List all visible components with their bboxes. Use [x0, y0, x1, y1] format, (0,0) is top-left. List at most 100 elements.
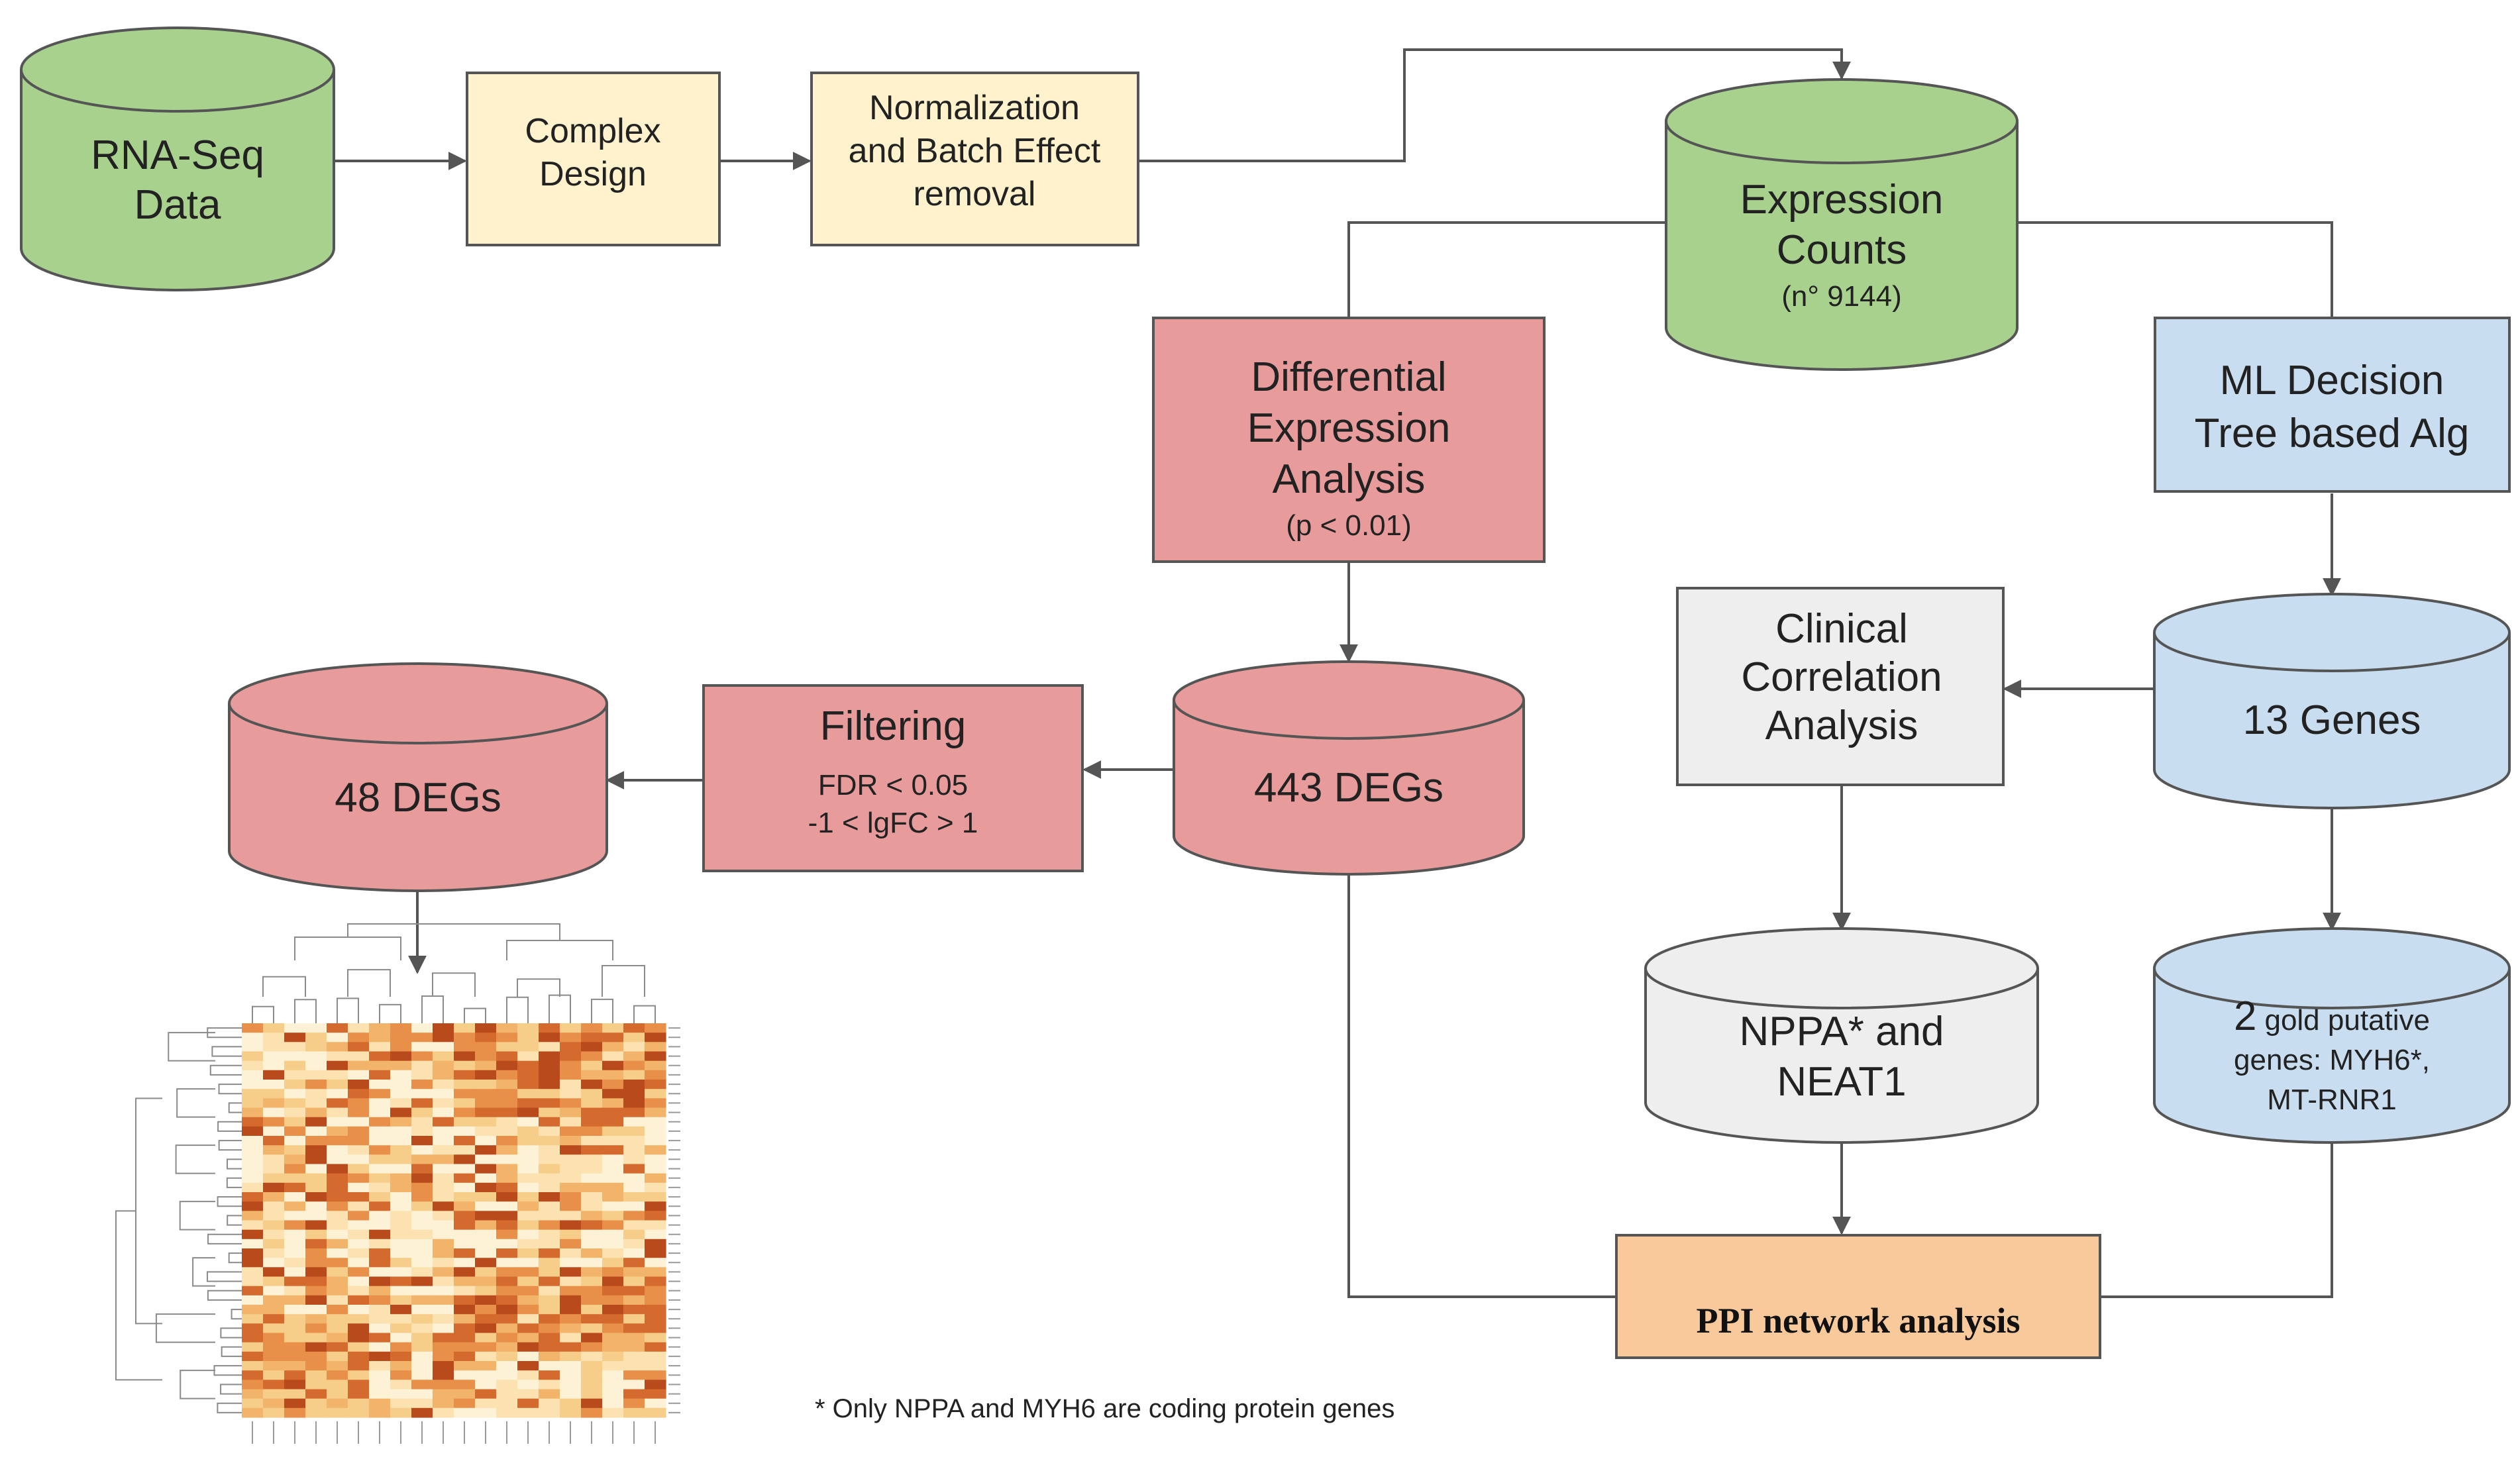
- heatmap-cell: [581, 1033, 603, 1042]
- heatmap-cell: [517, 1248, 539, 1258]
- heatmap-cell: [263, 1248, 285, 1258]
- heatmap-cell: [327, 1258, 348, 1268]
- rna-seq-label-1: RNA-Seq: [91, 132, 264, 178]
- heatmap-cell: [369, 1126, 391, 1137]
- heatmap-cell: [645, 1192, 666, 1202]
- heatmap-cell: [242, 1136, 264, 1146]
- heatmap-cell: [623, 1267, 645, 1278]
- heatmap-cell: [539, 1239, 560, 1249]
- heatmap-cell: [539, 1164, 560, 1174]
- heatmap-cell: [242, 1042, 264, 1052]
- heatmap-cell: [284, 1023, 306, 1033]
- heatmap-cell: [517, 1211, 539, 1221]
- heatmap-cell: [475, 1182, 497, 1193]
- heatmap-cell: [305, 1023, 327, 1033]
- heatmap-cell: [623, 1201, 645, 1211]
- heatmap-cell: [263, 1080, 285, 1089]
- heatmap-cell: [348, 1342, 370, 1352]
- heatmap-cell: [263, 1033, 285, 1042]
- heatmap-cell: [411, 1211, 433, 1221]
- heatmap-cell: [327, 1042, 348, 1052]
- heatmap-cell: [517, 1220, 539, 1231]
- heatmap-cell: [560, 1033, 582, 1042]
- heatmap-cell: [433, 1126, 454, 1137]
- heatmap-cell: [602, 1258, 624, 1268]
- heatmap-cell: [496, 1286, 518, 1296]
- heatmap-cell: [390, 1267, 412, 1278]
- heatmap-cell: [539, 1380, 560, 1390]
- heatmap-cell: [560, 1173, 582, 1184]
- heatmap-cell: [411, 1117, 433, 1127]
- heatmap-cell: [433, 1314, 454, 1324]
- heatmap-cell: [539, 1098, 560, 1109]
- heatmap-cell: [242, 1164, 264, 1174]
- heatmap-cell: [645, 1239, 666, 1249]
- genes-13-cylinder: 13 Genes: [2153, 593, 2511, 809]
- heatmap-cell: [305, 1098, 327, 1109]
- heatmap-cell: [560, 1080, 582, 1089]
- heatmap-cell: [390, 1098, 412, 1109]
- heatmap-cell: [263, 1370, 285, 1380]
- heatmap-cell: [581, 1182, 603, 1193]
- complex-design-label-1: Complex: [525, 112, 660, 150]
- heatmap-cell: [517, 1276, 539, 1287]
- heatmap-cell: [369, 1267, 391, 1278]
- heatmap-cell: [348, 1267, 370, 1278]
- heatmap-cell: [263, 1380, 285, 1390]
- heatmap-cell: [539, 1248, 560, 1258]
- heatmap-cell: [411, 1164, 433, 1174]
- heatmap-cell: [539, 1258, 560, 1268]
- heatmap-cell: [517, 1136, 539, 1146]
- heatmap-cell: [623, 1098, 645, 1109]
- heatmap-cell: [369, 1051, 391, 1062]
- heatmap-cell: [390, 1351, 412, 1362]
- heatmap-cell: [242, 1182, 264, 1193]
- heatmap-cell: [623, 1182, 645, 1193]
- filtering-title: Filtering: [820, 703, 967, 749]
- heatmap-cell: [517, 1117, 539, 1127]
- ml-label-1: ML Decision: [2220, 358, 2444, 403]
- heatmap-cell: [390, 1323, 412, 1334]
- heatmap-cell: [411, 1276, 433, 1287]
- heatmap-cell: [348, 1136, 370, 1146]
- genes-13-label: 13 Genes: [2243, 697, 2421, 743]
- heatmap-cell: [390, 1107, 412, 1118]
- heatmap-cell: [623, 1080, 645, 1089]
- heatmap-cell: [645, 1267, 666, 1278]
- heatmap-cell: [517, 1154, 539, 1165]
- heatmap-cell: [263, 1323, 285, 1334]
- heatmap-cell: [539, 1351, 560, 1362]
- heatmap-cell: [645, 1361, 666, 1371]
- heatmap-cell: [348, 1145, 370, 1155]
- heatmap-cell: [645, 1154, 666, 1165]
- heatmap-cell: [602, 1286, 624, 1296]
- heatmap-cell: [581, 1323, 603, 1334]
- heatmap-cell: [411, 1342, 433, 1352]
- heatmap-cell: [327, 1154, 348, 1165]
- heatmap-cell: [454, 1089, 476, 1099]
- heatmap-cell: [475, 1023, 497, 1033]
- heatmap-cell: [602, 1023, 624, 1033]
- heatmap-cell: [390, 1117, 412, 1127]
- heatmap-cell: [454, 1080, 476, 1089]
- heatmap-cell: [348, 1276, 370, 1287]
- heatmap-cell: [560, 1126, 582, 1137]
- heatmap-cell: [623, 1229, 645, 1240]
- heatmap-cell: [433, 1258, 454, 1268]
- heatmap-cell: [348, 1098, 370, 1109]
- heatmap-cell: [327, 1295, 348, 1305]
- heatmap-cell: [454, 1192, 476, 1202]
- heatmap-cell: [454, 1361, 476, 1371]
- heatmap-cell: [623, 1042, 645, 1052]
- heatmap-cell: [539, 1051, 560, 1062]
- heatmap-cell: [284, 1351, 306, 1362]
- heatmap-cell: [560, 1136, 582, 1146]
- heatmap-cell: [305, 1201, 327, 1211]
- heatmap-cell: [539, 1126, 560, 1137]
- heatmap-cell: [433, 1295, 454, 1305]
- heatmap-cell: [517, 1351, 539, 1362]
- heatmap-cell: [369, 1295, 391, 1305]
- heatmap-cell: [602, 1042, 624, 1052]
- heatmap-cell: [560, 1220, 582, 1231]
